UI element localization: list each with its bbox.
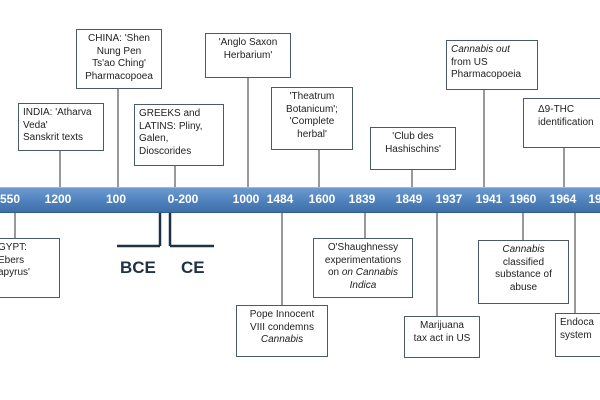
event-marijuana-tax-act: Marijuana tax act in US [404, 316, 480, 358]
event-thc: Δ9-THC identification [523, 98, 600, 148]
event-classified-substance: Cannabis classified substance of abuse [478, 240, 569, 304]
event-anglo-saxon: 'Anglo Saxon Herbarium' [205, 33, 291, 78]
tick-label: 1937 [435, 192, 463, 206]
event-oshaughnessy: O'Shaughnessy experimentations on on Can… [313, 238, 413, 298]
tick-label: 1000 [232, 192, 260, 206]
tick-label: 100 [105, 192, 127, 206]
era-label-bce: BCE [120, 258, 156, 277]
event-endocannabinoid: Endoca system [555, 313, 600, 357]
event-egypt: GYPT: Ebers apyrus' [0, 238, 60, 298]
event-pope-innocent: Pope Innocent VIII condemns Cannabis [236, 305, 328, 357]
era-label-ce: CE [181, 258, 205, 277]
event-theatrum: 'Theatrum Botanicum'; 'Complete herbal' [271, 87, 353, 150]
event-greeks: GREEKS and LATINS: Pliny, Galen, Dioscor… [134, 104, 224, 166]
tick-label: 1941 [475, 192, 503, 206]
tick-label: 1839 [348, 192, 376, 206]
event-india: INDIA: 'Atharva Veda' Sanskrit texts [18, 103, 104, 151]
tick-label: 1960 [509, 192, 537, 206]
tick-label: 550 [0, 192, 21, 206]
event-us-pharmacopoeia: Cannabis out from US Pharmacopoeia [446, 40, 538, 90]
event-club-des-hashischins: 'Club des Hashischins' [370, 127, 456, 170]
tick-label: 1484 [266, 192, 294, 206]
tick-label: 1964 [549, 192, 577, 206]
tick-label: 0-200 [167, 192, 199, 206]
tick-label: 1600 [308, 192, 336, 206]
tick-label: 1200 [44, 192, 72, 206]
timeline-bar [0, 187, 600, 213]
tick-label: 1849 [395, 192, 423, 206]
event-china: CHINA: 'Shen Nung Pen Ts'ao Ching' Pharm… [76, 29, 162, 89]
tick-label: 19 [588, 192, 600, 206]
